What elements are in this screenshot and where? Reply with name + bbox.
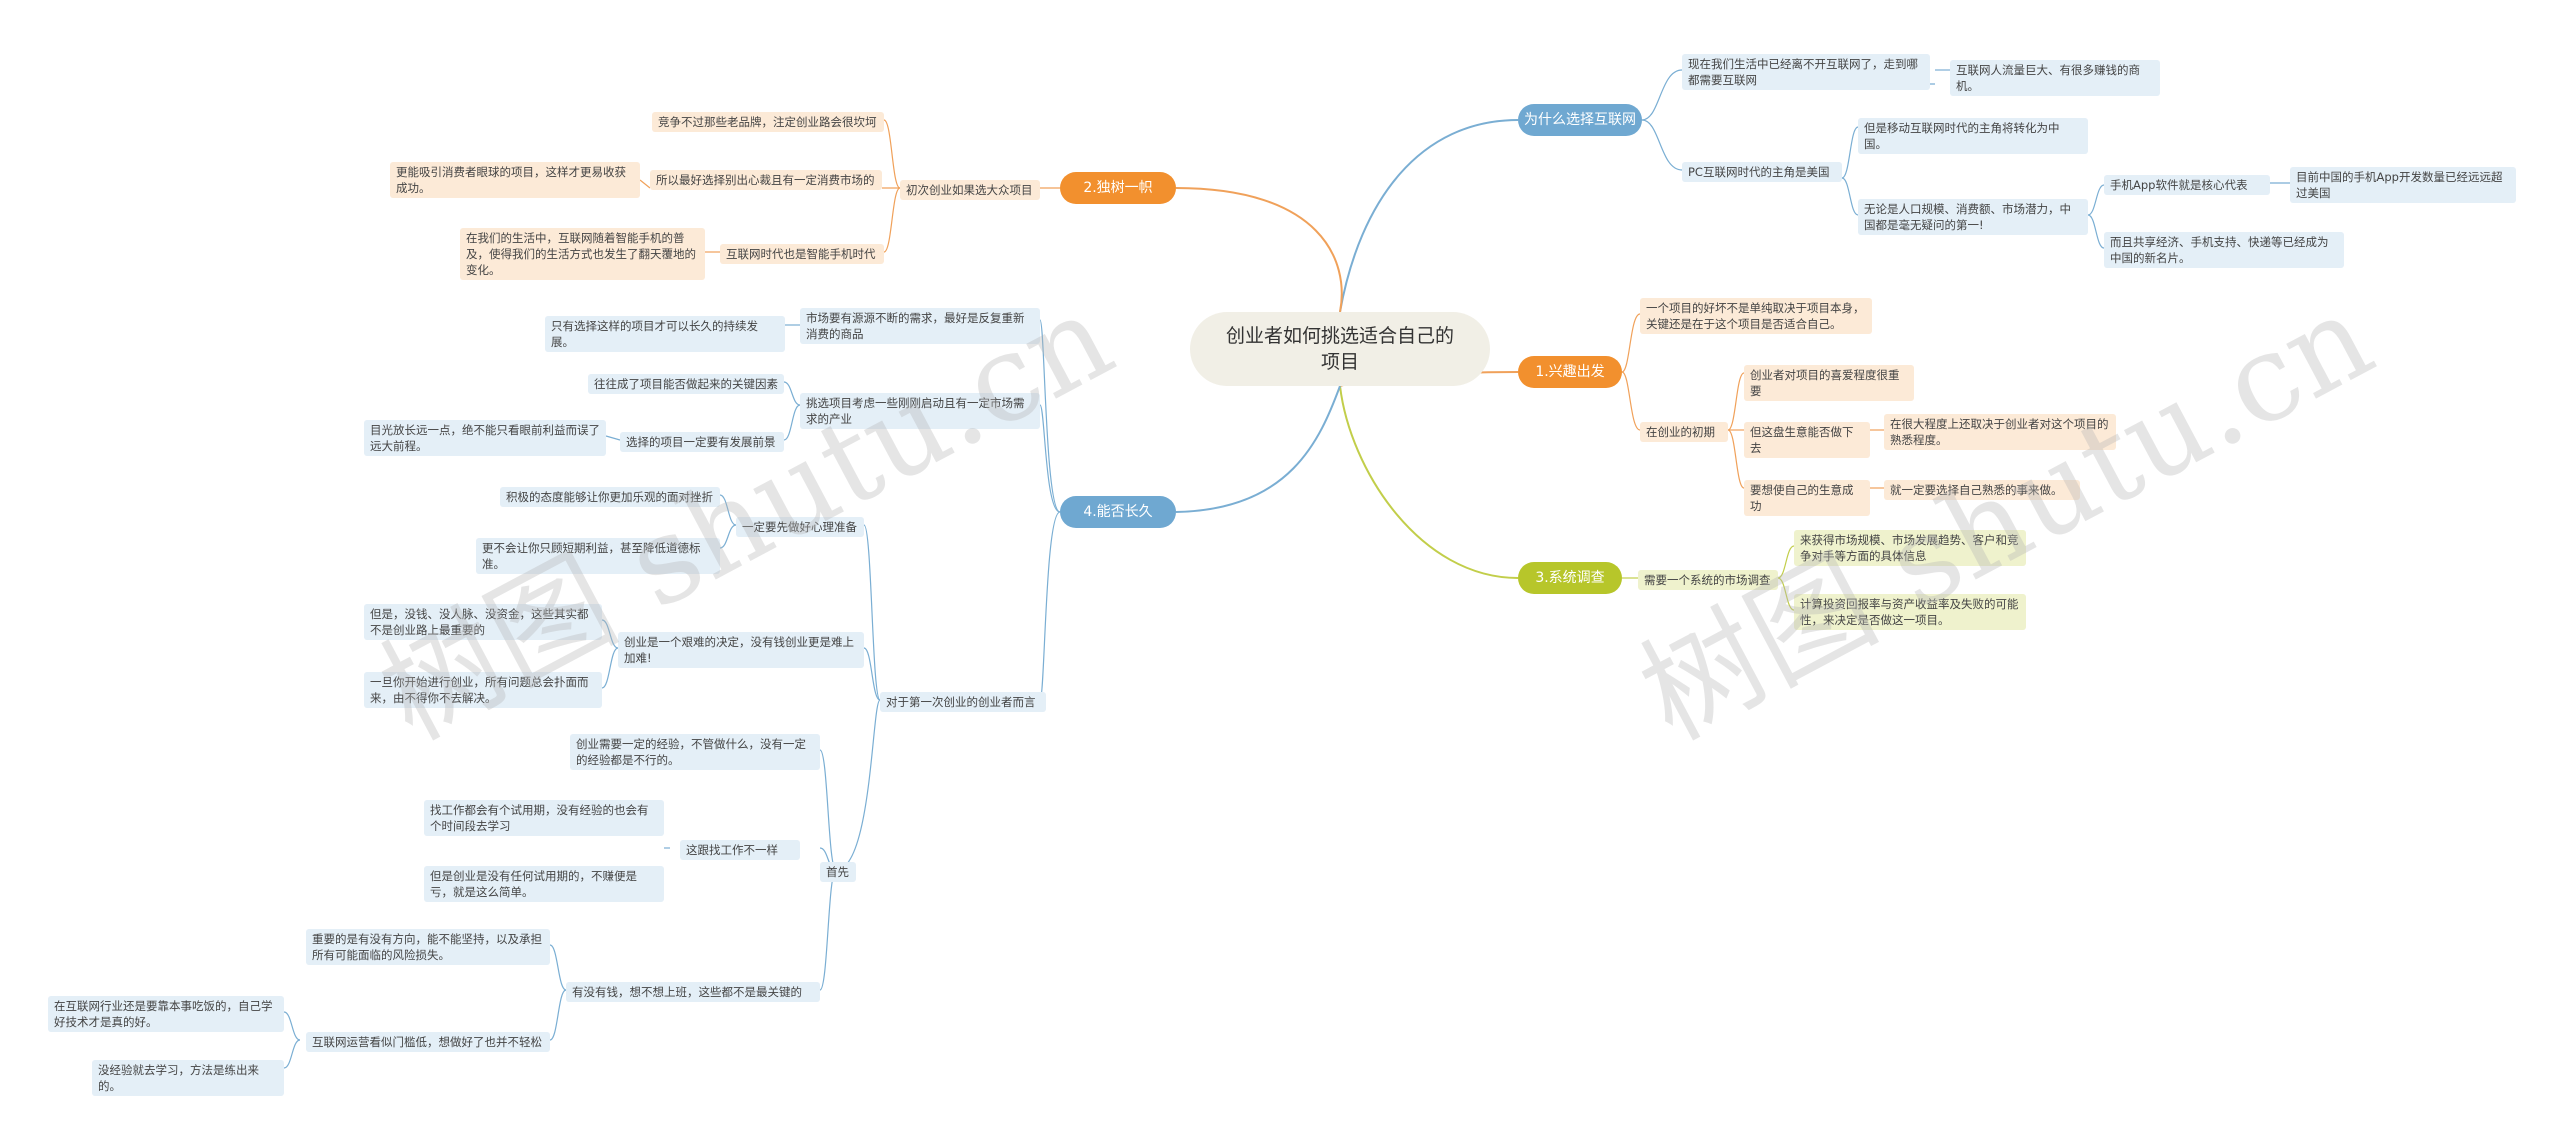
interest-node-2a[interactable]: 创业者对项目的喜爱程度很重要	[1744, 365, 1914, 401]
longlast-node-m3c2a[interactable]: 找工作都会有个试用期，没有经验的也会有个时间段去学习	[424, 800, 664, 836]
longlast-node-m3c3b[interactable]: 互联网运营看似门槛低，想做好了也并不轻松	[306, 1032, 550, 1052]
branch-survey-label: 3.系统调查	[1535, 570, 1605, 586]
longlast-node-m3a1[interactable]: 积极的态度能够让你更加乐观的面对挫折	[500, 487, 720, 507]
branch-interest-label: 1.兴趣出发	[1535, 364, 1605, 380]
interest-node-1[interactable]: 一个项目的好坏不是单纯取决于项目本身，关键还是在于这个项目是否适合自己。	[1640, 298, 1872, 334]
unique-node-1c1[interactable]: 在我们的生活中，互联网随着智能手机的普及，使得我们的生活方式也发生了翻天覆地的变…	[460, 228, 705, 280]
unique-node-1b[interactable]: 所以最好选择别出心裁且有一定消费市场的	[650, 170, 882, 190]
survey-node-1a[interactable]: 来获得市场规模、市场发展趋势、客户和竞争对手等方面的具体信息	[1794, 530, 2026, 566]
longlast-node-m3c2[interactable]: 这跟找工作不一样	[680, 840, 800, 860]
why-node-2b[interactable]: 无论是人口规模、消费额、市场潜力，中国都是毫无疑问的第一!	[1858, 199, 2088, 235]
why-node-2b1[interactable]: 手机App软件就是核心代表	[2104, 175, 2270, 195]
longlast-node-m2b[interactable]: 选择的项目一定要有发展前景	[620, 432, 784, 452]
interest-node-2[interactable]: 在创业的初期	[1640, 422, 1728, 442]
branch-why-internet[interactable]: 为什么选择互联网	[1518, 104, 1642, 136]
root-label: 创业者如何挑选适合自己的项目	[1225, 325, 1454, 373]
unique-node-1a[interactable]: 竞争不过那些老品牌，注定创业路会很坎坷	[652, 112, 884, 132]
longlast-node-m3c1[interactable]: 创业需要一定的经验，不管做什么，没有一定的经验都是不行的。	[570, 734, 820, 770]
interest-node-2c1[interactable]: 就一定要选择自己熟悉的事来做。	[1884, 480, 2080, 500]
branch-unique-label: 2.独树一帜	[1083, 180, 1153, 196]
why-node-1a[interactable]: 互联网人流量巨大、有很多赚钱的商机。	[1950, 60, 2160, 96]
survey-node-1[interactable]: 需要一个系统的市场调查	[1638, 570, 1778, 590]
unique-node-1c[interactable]: 互联网时代也是智能手机时代	[720, 244, 884, 264]
branch-why-internet-label: 为什么选择互联网	[1524, 112, 1636, 128]
longlast-node-m3c3b2[interactable]: 没经验就去学习，方法是练出来的。	[92, 1060, 284, 1096]
longlast-node-m3b2[interactable]: 一旦你开始进行创业，所有问题总会扑面而来，由不得你不去解决。	[364, 672, 602, 708]
why-node-1[interactable]: 现在我们生活中已经离不开互联网了，走到哪都需要互联网	[1682, 54, 1930, 90]
longlast-node-m3b1[interactable]: 但是，没钱、没人脉、没资金，这些其实都不是创业路上最重要的	[364, 604, 602, 640]
why-node-2a[interactable]: 但是移动互联网时代的主角将转化为中国。	[1858, 118, 2088, 154]
longlast-node-m3c3[interactable]: 有没有钱，想不想上班，这些都不是最关键的	[566, 982, 820, 1002]
branch-longlast-label: 4.能否长久	[1083, 504, 1153, 520]
longlast-node-m3c2b[interactable]: 但是创业是没有任何试用期的，不赚便是亏，就是这么简单。	[424, 866, 664, 902]
interest-node-2c[interactable]: 要想使自己的生意成功	[1744, 480, 1870, 516]
longlast-node-m3b[interactable]: 创业是一个艰难的决定，没有钱创业更是难上加难!	[618, 632, 864, 668]
longlast-node-m1[interactable]: 市场要有源源不断的需求，最好是反复重新消费的商品	[800, 308, 1040, 344]
branch-interest[interactable]: 1.兴趣出发	[1518, 356, 1622, 388]
longlast-node-m3a2[interactable]: 更不会让你只顾短期利益，甚至降低道德标准。	[476, 538, 720, 574]
longlast-node-m3a[interactable]: 一定要先做好心理准备	[736, 517, 864, 537]
longlast-node-m2[interactable]: 挑选项目考虑一些刚刚启动且有一定市场需求的产业	[800, 393, 1040, 429]
longlast-node-m3c3a[interactable]: 重要的是有没有方向，能不能坚持，以及承担所有可能面临的风险损失。	[306, 929, 550, 965]
why-node-2b2[interactable]: 而且共享经济、手机支持、快递等已经成为中国的新名片。	[2104, 232, 2344, 268]
unique-node-1[interactable]: 初次创业如果选大众项目	[900, 180, 1040, 200]
branch-survey[interactable]: 3.系统调查	[1518, 562, 1622, 594]
root-topic[interactable]: 创业者如何挑选适合自己的项目	[1190, 312, 1490, 386]
longlast-node-m1a[interactable]: 只有选择这样的项目才可以长久的持续发展。	[545, 316, 785, 352]
branch-unique[interactable]: 2.独树一帜	[1060, 172, 1176, 204]
longlast-node-m3c3b1[interactable]: 在互联网行业还是要靠本事吃饭的，自己学好技术才是真的好。	[48, 996, 284, 1032]
interest-node-2b1[interactable]: 在很大程度上还取决于创业者对这个项目的熟悉程度。	[1884, 414, 2116, 450]
why-node-2[interactable]: PC互联网时代的主角是美国	[1682, 162, 1842, 182]
longlast-node-m2a[interactable]: 往往成了项目能否做起来的关键因素	[588, 374, 784, 394]
interest-node-2b[interactable]: 但这盘生意能否做下去	[1744, 422, 1870, 458]
longlast-node-m3c[interactable]: 首先	[820, 862, 856, 882]
why-node-2b1a[interactable]: 目前中国的手机App开发数量已经远远超过美国	[2290, 167, 2516, 203]
unique-node-1b1[interactable]: 更能吸引消费者眼球的项目，这样才更易收获成功。	[390, 162, 640, 198]
survey-node-1b[interactable]: 计算投资回报率与资产收益率及失败的可能性，来决定是否做这一项目。	[1794, 594, 2026, 630]
longlast-node-m2b1[interactable]: 目光放长远一点，绝不能只看眼前利益而误了远大前程。	[364, 420, 606, 456]
branch-longlast[interactable]: 4.能否长久	[1060, 496, 1176, 528]
longlast-node-m3[interactable]: 对于第一次创业的创业者而言	[880, 692, 1046, 712]
